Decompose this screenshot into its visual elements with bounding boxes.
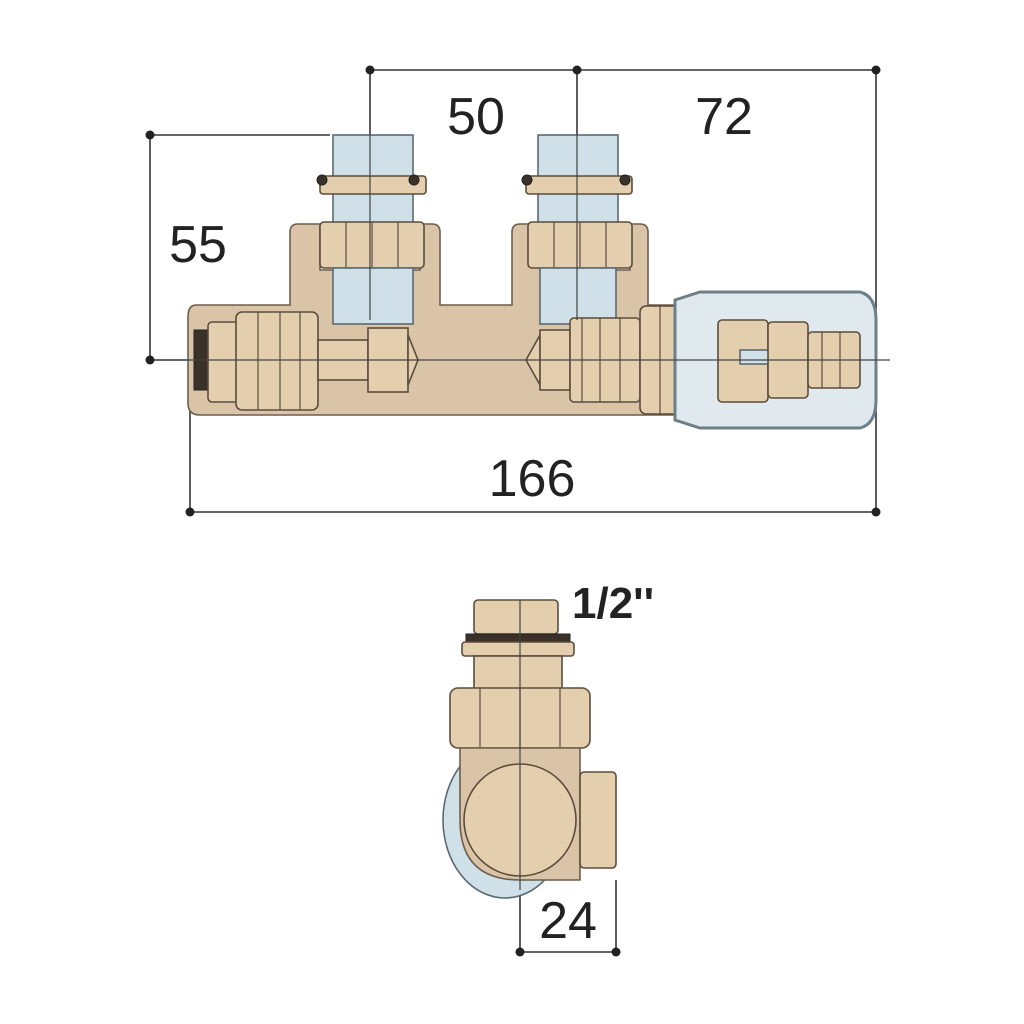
dimension-50-label: 50 [447, 88, 505, 146]
manifold-valve [180, 120, 890, 430]
dimension-24-label: 24 [539, 892, 597, 950]
dimension-72-label: 72 [695, 88, 753, 146]
dimension-166-label: 166 [489, 450, 576, 508]
thread-size-label: 1/2'' [572, 579, 654, 628]
dimension-55-label: 55 [169, 216, 227, 274]
side-view-fitting [442, 599, 617, 899]
